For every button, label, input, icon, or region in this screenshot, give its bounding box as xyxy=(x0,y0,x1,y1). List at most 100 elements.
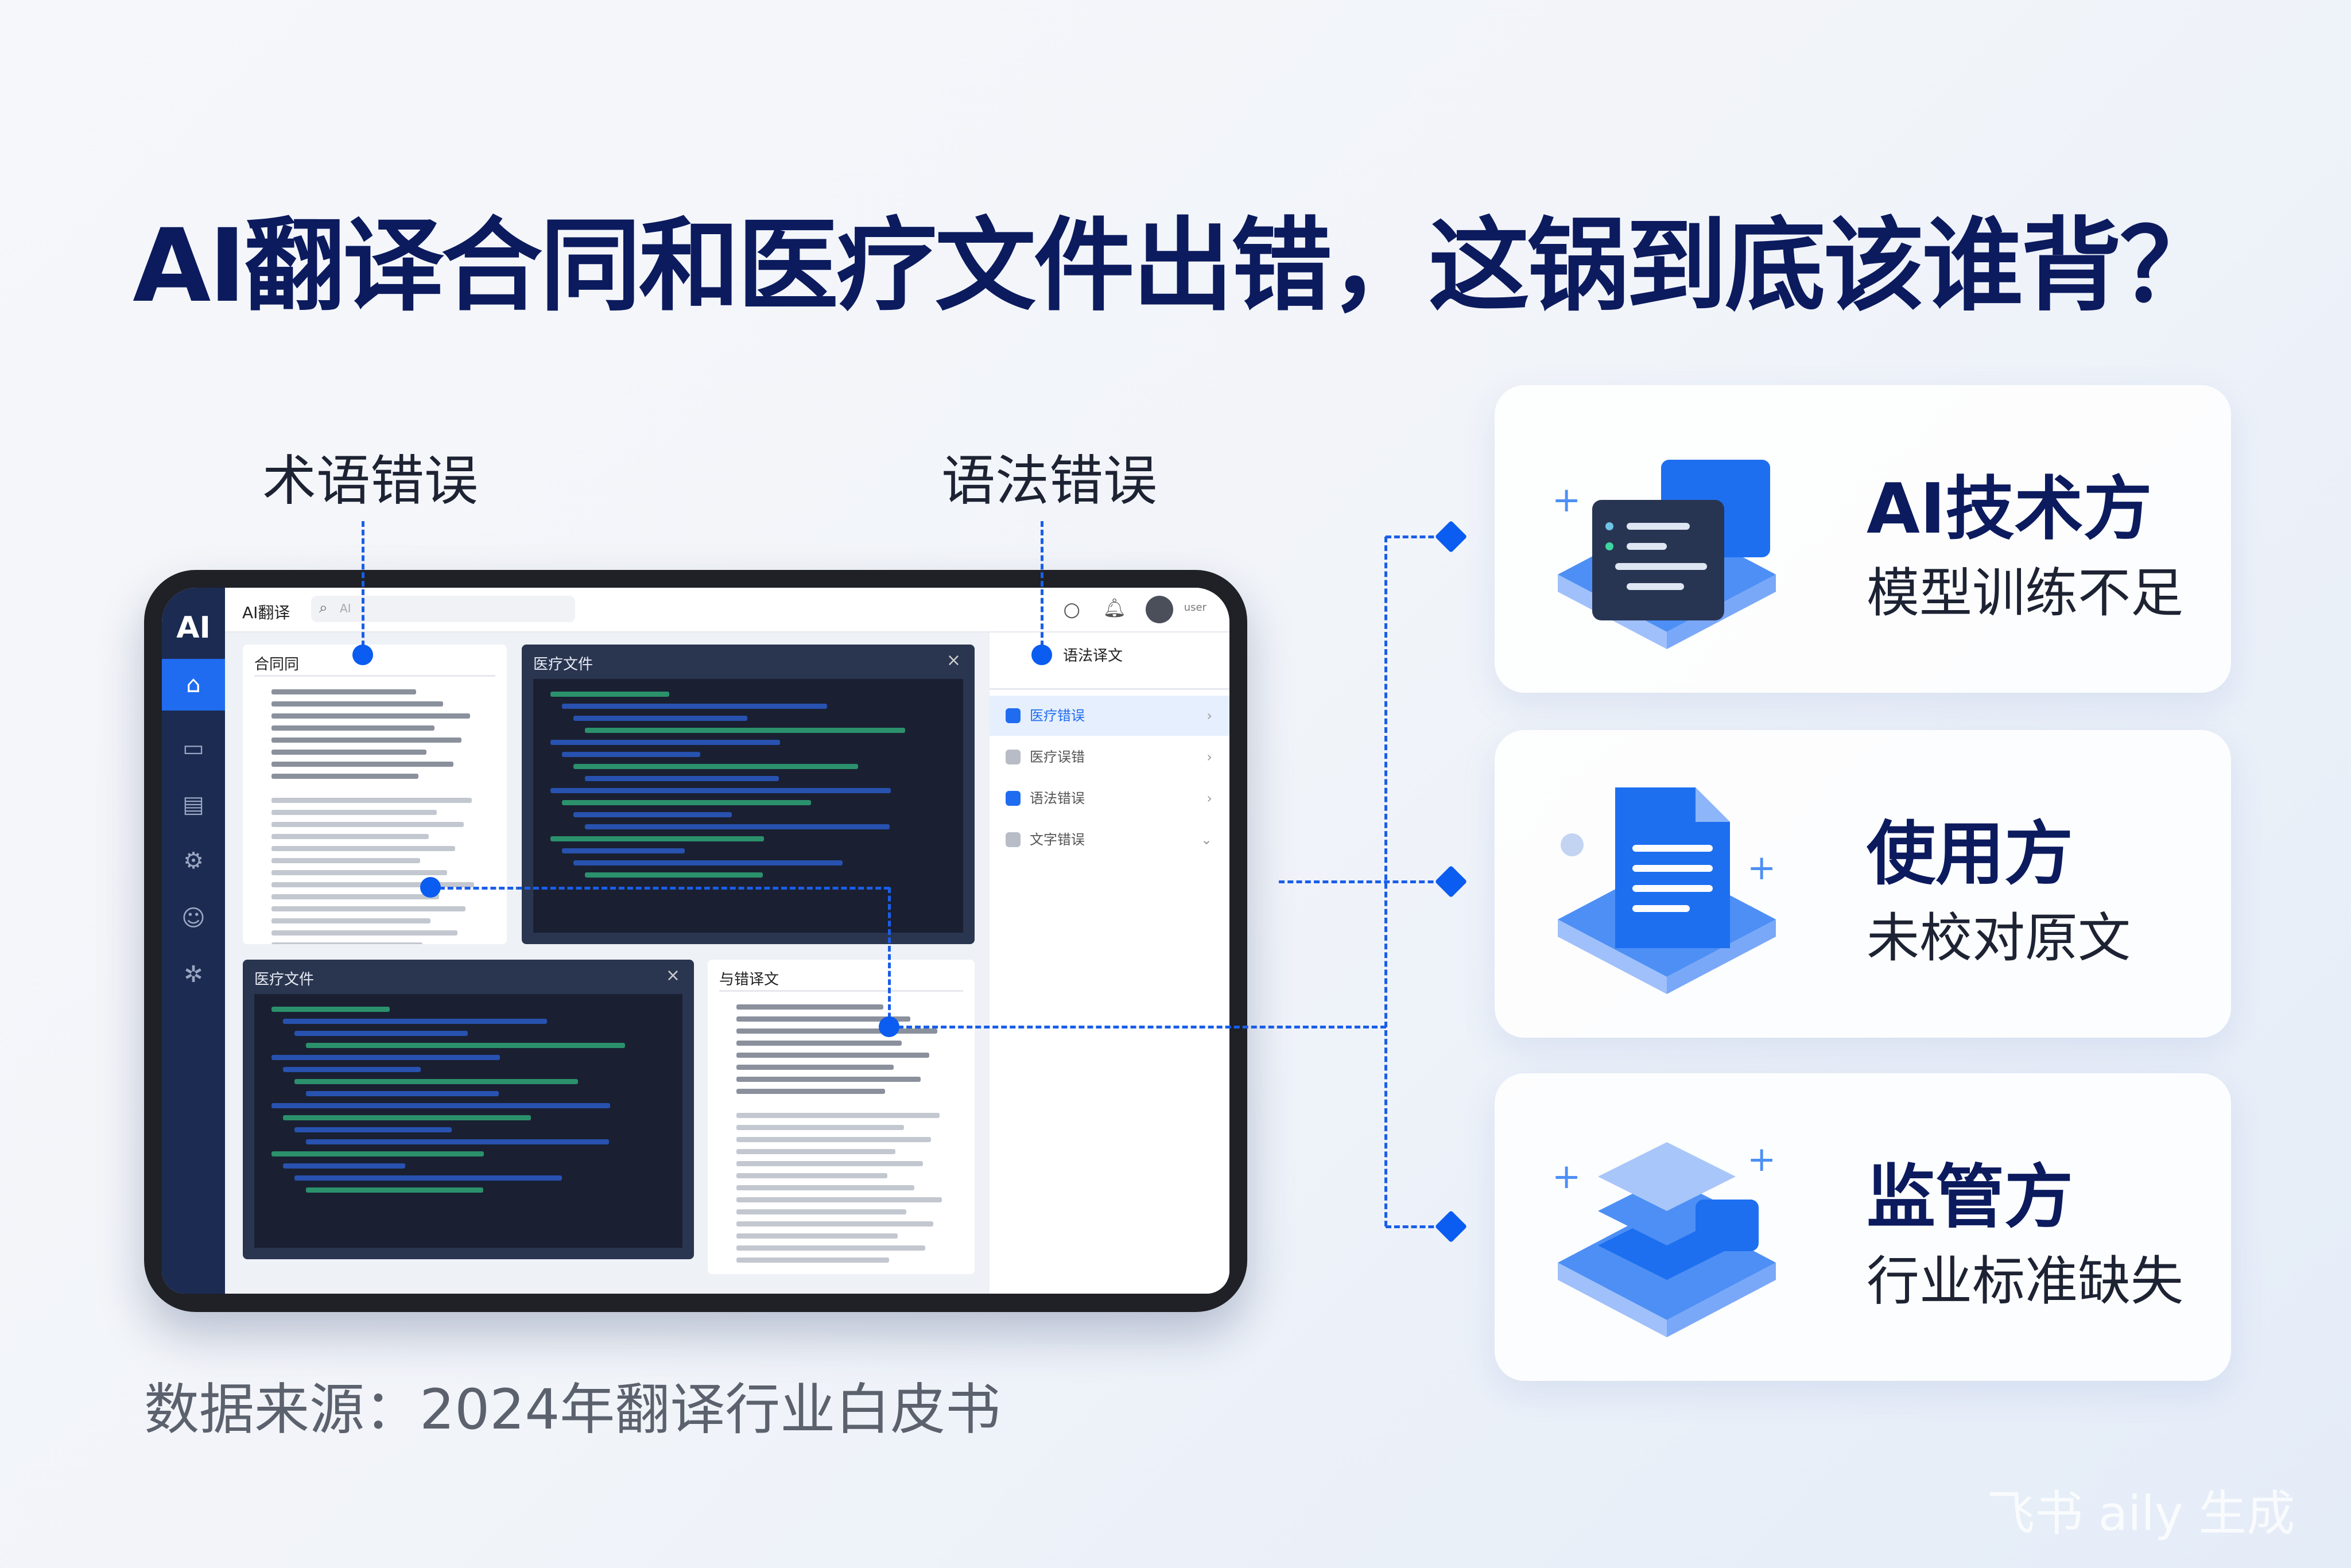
menu-item[interactable]: 医疗误错 › xyxy=(990,737,1229,777)
search-input[interactable]: ⌕ AI xyxy=(311,596,575,622)
marker-dot xyxy=(352,645,373,665)
card-subtitle: 未校对原文 xyxy=(1867,907,2131,969)
marker-dot xyxy=(1031,645,1052,665)
code-view xyxy=(254,994,682,1248)
app-logo: AI xyxy=(176,611,211,645)
svg-text:+: + xyxy=(1747,848,1776,888)
text-line xyxy=(736,1209,906,1214)
search-icon[interactable]: ○ xyxy=(1063,598,1080,621)
text-line xyxy=(736,1149,896,1154)
search-icon: ⌕ xyxy=(319,599,328,616)
connector-line xyxy=(362,521,364,655)
chat-document-icon: + xyxy=(1552,460,1776,649)
svg-text:+: + xyxy=(1552,1156,1581,1197)
code-view xyxy=(533,679,963,933)
text-line xyxy=(294,1127,452,1132)
settings-icon[interactable]: ✲ xyxy=(184,961,203,988)
text-line xyxy=(736,1028,938,1034)
marker-dot xyxy=(879,1016,899,1037)
menu-item[interactable]: 语法错误› xyxy=(990,778,1229,818)
chevron-icon: › xyxy=(1206,708,1212,724)
users-icon[interactable]: ☺ xyxy=(181,905,205,932)
panel-title: 与错译文 xyxy=(719,960,963,992)
svg-text:+: + xyxy=(1747,1139,1776,1179)
card-ai-provider: + AI技术方 模型训练不足 xyxy=(1495,385,2231,693)
close-icon[interactable]: × xyxy=(946,650,961,670)
text-line xyxy=(271,762,453,767)
card-title: AI技术方 xyxy=(1867,469,2152,549)
text-line xyxy=(736,1125,904,1130)
medical-panel-2: 医疗文件 × xyxy=(243,960,694,1259)
avatar[interactable] xyxy=(1146,596,1173,623)
text-line xyxy=(271,774,418,779)
text-line xyxy=(271,882,474,887)
card-subtitle: 模型训练不足 xyxy=(1867,562,2184,624)
text-line xyxy=(573,716,748,721)
text-line xyxy=(271,858,421,863)
app-screen: AI ⌂ ▭ ▤ ⚙ ☺ ✲ AI翻译 ⌕ AI ○ 🔔︎ user 合同同 医… xyxy=(162,588,1229,1294)
text-line xyxy=(736,1185,915,1190)
error-menu-panel: 语法译文 医疗错误›医疗误错›语法错误›文字错误⌄ xyxy=(990,632,1229,1294)
text-line xyxy=(271,750,426,755)
app-name-dropdown[interactable]: AI翻译 xyxy=(242,603,290,622)
menu-item[interactable]: 医疗错误› xyxy=(990,696,1229,736)
card-regulator: ++ 监管方 行业标准缺失 xyxy=(1495,1073,2231,1381)
text-line xyxy=(736,1065,894,1070)
text-line xyxy=(271,1007,390,1012)
text-line xyxy=(283,1163,405,1169)
text-line xyxy=(736,1245,925,1251)
marker-dot xyxy=(420,877,441,898)
text-line xyxy=(562,752,701,757)
gear-icon[interactable]: ⚙ xyxy=(183,848,204,874)
text-line xyxy=(736,1053,929,1058)
text-line xyxy=(271,1103,610,1108)
contract-panel: 合同同 xyxy=(243,645,507,944)
text-line xyxy=(271,738,462,743)
text-line xyxy=(736,1233,898,1239)
translation-panel: 与错译文 xyxy=(708,960,975,1274)
search-placeholder: AI xyxy=(340,601,351,615)
close-icon[interactable]: × xyxy=(665,965,680,985)
sidebar: AI ⌂ ▭ ▤ ⚙ ☺ ✲ xyxy=(162,588,225,1294)
text-line xyxy=(736,1221,934,1227)
text-line xyxy=(585,728,906,733)
text-line xyxy=(306,1187,483,1193)
text-line xyxy=(271,834,429,839)
chevron-icon: › xyxy=(1206,749,1212,765)
top-bar: AI翻译 ⌕ AI ○ 🔔︎ user xyxy=(225,588,1229,632)
menu-item-icon xyxy=(1006,832,1021,847)
text-line xyxy=(585,824,890,829)
connector-line xyxy=(430,887,890,890)
text-line xyxy=(736,1089,886,1094)
text-line xyxy=(283,1067,421,1072)
text-line xyxy=(306,1043,625,1048)
connector-line xyxy=(889,1026,1386,1028)
text-line xyxy=(271,894,439,899)
label-term-error: 术语错误 xyxy=(262,450,479,513)
text-line xyxy=(283,1019,547,1024)
diamond-marker xyxy=(1434,520,1468,553)
text-line xyxy=(294,1031,468,1036)
menu-item[interactable]: 文字错误⌄ xyxy=(990,820,1229,860)
calendar-icon[interactable]: ▭ xyxy=(183,735,204,762)
folder-icon[interactable]: ▤ xyxy=(183,791,204,818)
text-line xyxy=(271,701,443,707)
menu-item-label: 医疗误错 xyxy=(1030,749,1085,765)
home-icon[interactable]: ⌂ xyxy=(162,659,225,711)
text-line xyxy=(573,812,732,817)
svg-text:+: + xyxy=(1552,480,1581,520)
medical-panel-1: 医疗文件 × xyxy=(522,645,975,944)
text-line xyxy=(585,776,779,781)
user-name[interactable]: user xyxy=(1184,601,1206,614)
text-line xyxy=(562,848,685,853)
text-line xyxy=(271,1151,484,1156)
text-line xyxy=(271,822,464,827)
text-line xyxy=(271,725,435,731)
bell-icon[interactable]: 🔔︎ xyxy=(1103,597,1126,619)
chevron-icon: › xyxy=(1206,790,1212,806)
text-line xyxy=(294,1079,578,1084)
text-line xyxy=(550,788,891,793)
contract-text xyxy=(243,677,507,944)
connector-line xyxy=(1386,535,1451,538)
text-line xyxy=(562,704,827,709)
